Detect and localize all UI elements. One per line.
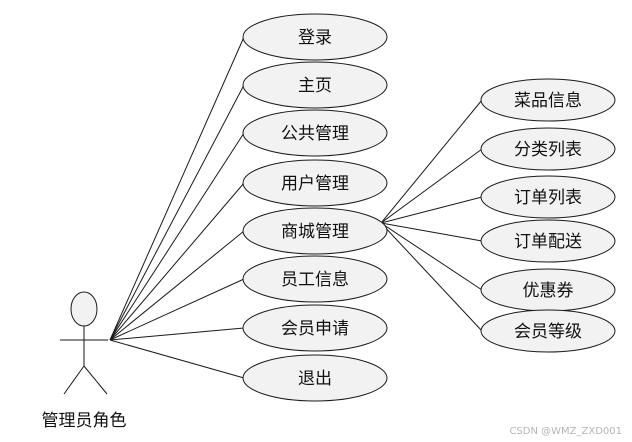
sub-use-case-node-shape [480,78,616,122]
use-case-node-shape [242,255,388,303]
association-line [109,230,245,341]
sub-use-case-node: 优惠券 [480,268,616,312]
association-line [109,182,245,341]
use-case-node: 商城管理 [242,207,388,255]
include-line [380,196,483,224]
association-lines [109,36,483,379]
use-case-node-label: 员工信息 [281,270,349,290]
use-case-node: 退出 [242,354,388,402]
use-case-node: 公共管理 [242,109,388,157]
sub-use-case-node-label: 会员等级 [514,322,582,342]
watermark: CSDN @WMZ_ZXD001 [509,426,622,437]
use-case-node: 员工信息 [242,255,388,303]
use-case-node-shape [242,354,388,402]
sub-use-case-node-label: 优惠券 [523,281,574,301]
use-case-node-label: 用户管理 [281,174,349,194]
sub-use-case-node-shape [480,127,616,171]
use-case-node-label: 会员申请 [281,319,349,339]
use-case-node-label: 退出 [298,369,332,389]
use-case-node: 用户管理 [242,159,388,207]
use-case-node-shape [242,159,388,207]
use-case-node-shape [242,304,388,352]
actor-right-leg [83,365,108,395]
use-case-node-shape [242,109,388,157]
include-line [380,222,483,291]
actor-figure: 管理员角色 [42,291,127,431]
sub-use-case-node-label: 菜品信息 [514,91,582,111]
association-line [109,132,245,341]
use-case-node-label: 主页 [298,76,332,96]
association-line [109,84,245,341]
use-case-node-label: 公共管理 [281,124,349,144]
use-case-node-label: 商城管理 [281,222,349,242]
actor-left-leg [63,365,85,395]
include-line [380,222,483,242]
use-case-node-label: 登录 [298,28,332,48]
sub-use-case-node-shape [480,219,616,263]
use-case-node: 主页 [242,61,388,109]
sub-use-case-node-shape [480,309,616,353]
sub-use-case-node: 订单配送 [480,219,616,263]
sub-use-case-node-label: 订单列表 [514,188,582,208]
sub-use-case-node: 分类列表 [480,127,616,171]
association-line [109,327,245,341]
association-line [109,278,245,341]
sub-use-case-node-label: 订单配送 [514,232,582,252]
actor-head [70,291,98,327]
sub-use-case-node: 订单列表 [480,175,616,219]
use-case-node-shape [242,207,388,255]
association-line [109,36,245,341]
use-case-node: 登录 [242,13,388,61]
sub-use-case-node: 菜品信息 [480,78,616,122]
use-case-node-shape [242,61,388,109]
include-line [380,222,483,332]
sub-use-case-node-label: 分类列表 [514,140,582,160]
use-case-node-shape [242,13,388,61]
sub-use-case-node-shape [480,175,616,219]
include-line [380,99,483,224]
sub-use-case-node: 会员等级 [480,309,616,353]
actor-label: 管理员角色 [42,411,127,431]
association-line [109,339,245,379]
include-line [380,148,483,224]
use-case-node: 会员申请 [242,304,388,352]
